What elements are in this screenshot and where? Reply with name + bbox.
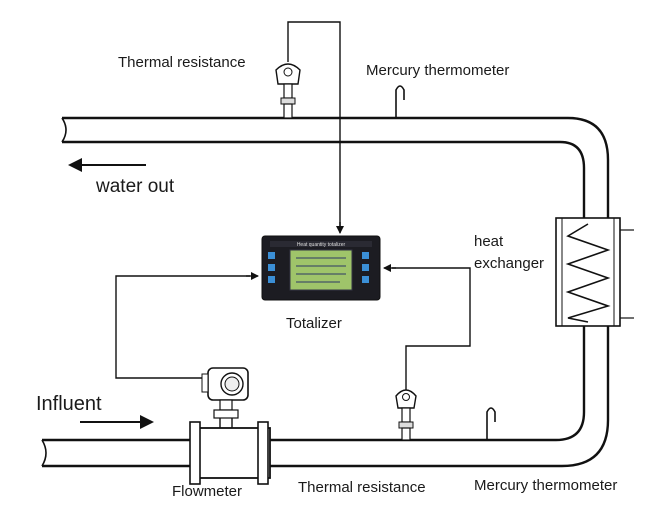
totalizer-button: [268, 264, 275, 271]
thermometer-icon: [395, 85, 405, 118]
wire-flowmeter-to-totalizer: [115, 275, 250, 379]
pipe-end-bottom: [41, 439, 47, 467]
wire-top-probe-to-totalizer: [287, 21, 341, 232]
totalizer-button: [362, 276, 369, 283]
label-water-out: water out: [95, 176, 175, 197]
arrow-icon: [80, 415, 154, 429]
totalizer-button: [362, 264, 369, 271]
totalizer-header: Heat quantity totalizer: [297, 242, 346, 248]
arrow-icon: [68, 158, 146, 172]
totalizer-device: Heat quantity totalizer: [261, 235, 381, 301]
thermal-resistance-bottom: [395, 389, 417, 441]
coil-icon: [565, 223, 611, 323]
heat-exchanger: [555, 217, 634, 327]
totalizer-screen: [289, 249, 353, 291]
wire-bottom-probe-to-totalizer: [392, 267, 471, 390]
totalizer-button: [268, 276, 275, 283]
label-exchanger: exchanger: [474, 255, 544, 272]
label-influent: Influent: [36, 393, 102, 415]
sensor-probe-icon: [395, 389, 417, 441]
pipe-outer-wall: [42, 116, 610, 468]
totalizer-button: [268, 252, 275, 259]
label-flowmeter: Flowmeter: [172, 483, 242, 500]
flowmeter: [189, 367, 271, 485]
thermometer-icon: [486, 407, 496, 440]
thermal-resistance-top: [275, 21, 344, 234]
label-totalizer: Totalizer: [286, 315, 342, 332]
label-mercury-thermometer-top: Mercury thermometer: [366, 62, 509, 79]
label-mercury-thermometer-bottom: Mercury thermometer: [474, 477, 617, 494]
label-thermal-resistance-bottom: Thermal resistance: [298, 479, 426, 496]
pipe-end-top: [61, 117, 67, 143]
sensor-probe-icon: [275, 63, 301, 119]
label-heat: heat: [474, 233, 504, 250]
label-thermal-resistance-top: Thermal resistance: [118, 54, 246, 71]
totalizer-button: [362, 252, 369, 259]
